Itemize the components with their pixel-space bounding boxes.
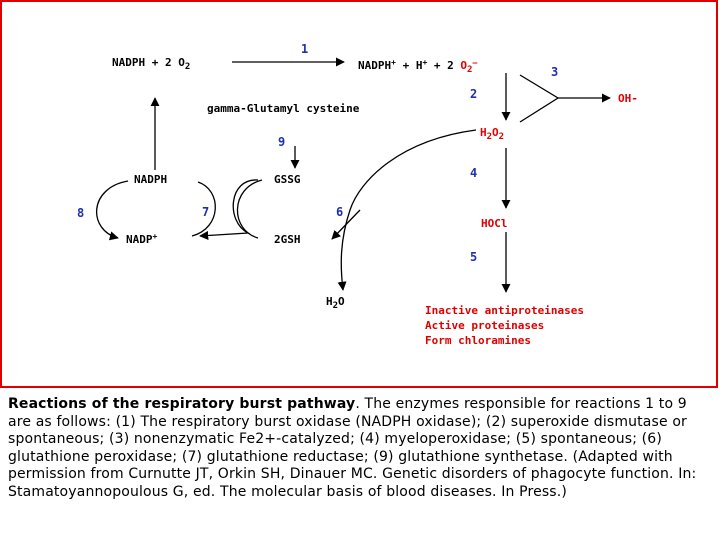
arrow-h2o2-to-h2o bbox=[337, 129, 477, 291]
product-inactive-antiproteinases: Inactive antiproteinases bbox=[425, 304, 584, 317]
arrow-7-right-loop bbox=[199, 179, 259, 241]
hocl-label: HOCl bbox=[481, 217, 508, 230]
h2o-label: H2O bbox=[326, 295, 345, 311]
2gsh-label: 2GSH bbox=[274, 233, 301, 246]
step-number-1: 1 bbox=[301, 42, 308, 56]
step-number-9: 9 bbox=[278, 135, 285, 149]
nadph-o2-label: NADPH + 2 O2 bbox=[112, 56, 190, 72]
step-number-3: 3 bbox=[551, 65, 558, 79]
step-number-6: 6 bbox=[336, 205, 343, 219]
nadp-h-superoxide-label: NADPH+ + H+ + 2 O2– bbox=[358, 58, 477, 75]
arrow-8-left-loop bbox=[95, 180, 129, 241]
h2o2-label: H2O2 bbox=[480, 126, 504, 142]
product-active-proteinases: Active proteinases bbox=[425, 319, 544, 332]
step-number-8: 8 bbox=[77, 206, 84, 220]
caption-body: . The enzymes responsible for reactions … bbox=[8, 396, 697, 500]
nadp-left-label: NADP+ bbox=[126, 232, 158, 246]
hydroxyl-radical-label: OH- bbox=[618, 92, 638, 105]
caption-title: Reactions of the respiratory burst pathw… bbox=[8, 396, 356, 412]
figure-caption: Reactions of the respiratory burst pathw… bbox=[8, 396, 712, 502]
arrow-6 bbox=[331, 209, 361, 240]
arrow-3 bbox=[519, 74, 560, 123]
respiratory-burst-diagram: NADPH + 2 O2 NADPH+ + H+ + 2 O2– gamma-G… bbox=[77, 42, 638, 347]
arrow-7-left-loop bbox=[236, 179, 263, 239]
step-number-2: 2 bbox=[470, 87, 477, 101]
gamma-glutamyl-cysteine-label: gamma-Glutamyl cysteine bbox=[207, 102, 360, 115]
step-number-7: 7 bbox=[202, 205, 209, 219]
step-number-4: 4 bbox=[470, 166, 477, 180]
diagram-frame bbox=[0, 0, 718, 388]
gssg-label: GSSG bbox=[274, 173, 301, 186]
product-form-chloramines: Form chloramines bbox=[425, 334, 531, 347]
nadph-left-label: NADPH bbox=[134, 173, 167, 186]
step-number-5: 5 bbox=[470, 250, 477, 264]
